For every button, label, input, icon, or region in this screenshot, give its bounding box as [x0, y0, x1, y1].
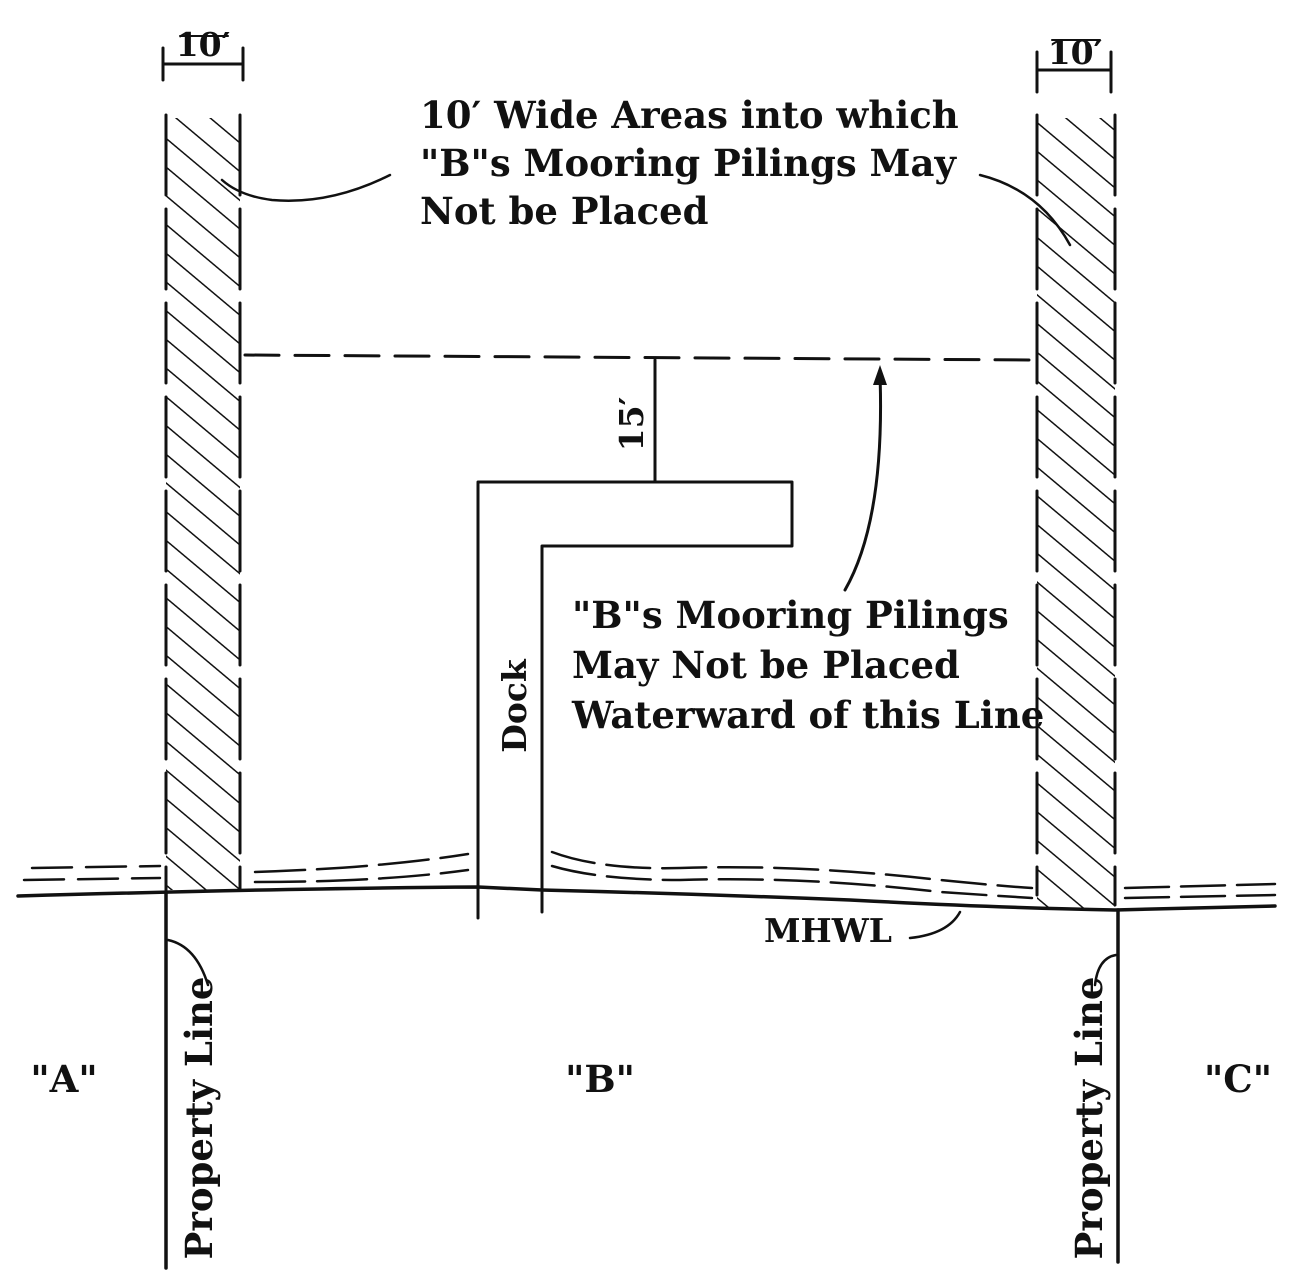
- left-no-piling-strip: [164, 113, 242, 892]
- left-hatch-area: [166, 118, 240, 890]
- parcel-b-label: "B": [565, 1057, 635, 1101]
- waterward-leader-arrow: [873, 365, 887, 385]
- waterward-limit-note: "B"s Mooring Pilings May Not be Placed W…: [571, 593, 1044, 737]
- right-hatch-area: [1037, 118, 1115, 908]
- right-property-line-label: Property Line: [1067, 977, 1111, 1260]
- waterward-note-line-2: May Not be Placed: [572, 643, 960, 687]
- dock-label: Dock: [495, 658, 534, 753]
- setback-dimension: 15′: [612, 358, 657, 484]
- dock: Dock: [476, 480, 794, 920]
- water-lines: [22, 850, 1277, 900]
- right-property-leader: [1093, 953, 1118, 987]
- waterward-note-line-1: "B"s Mooring Pilings: [572, 593, 1009, 637]
- setback-dashed-line: [243, 353, 1032, 362]
- left-width-dimension: 10′: [161, 25, 245, 82]
- no-piling-note-line-2: "B"s Mooring Pilings May: [420, 141, 957, 185]
- setback-label: 15′: [612, 397, 651, 452]
- right-no-piling-strip: [1035, 113, 1117, 908]
- left-width-label: 10′: [176, 25, 231, 64]
- mhwl-label: MHWL: [764, 911, 892, 950]
- mhwl-leader: [908, 910, 962, 940]
- no-piling-note-line-3: Not be Placed: [420, 189, 709, 233]
- no-piling-note-line-1: 10′ Wide Areas into which: [420, 93, 959, 137]
- mhwl-line: [16, 885, 1277, 912]
- no-piling-right-leader: [978, 173, 1072, 247]
- dock-outline: [476, 480, 794, 920]
- no-piling-left-leader: [220, 173, 392, 202]
- right-width-label: 10′: [1048, 33, 1103, 72]
- parcel-c-label: "C": [1204, 1057, 1272, 1101]
- left-property-line-label: Property Line: [177, 977, 221, 1260]
- no-piling-areas-note: 10′ Wide Areas into which "B"s Mooring P…: [420, 93, 959, 233]
- waterward-note-line-3: Waterward of this Line: [571, 693, 1044, 737]
- right-width-dimension: 10′: [1035, 33, 1113, 94]
- waterward-leader: [843, 373, 883, 592]
- left-property-leader: [166, 938, 210, 987]
- parcel-a-label: "A": [30, 1057, 97, 1101]
